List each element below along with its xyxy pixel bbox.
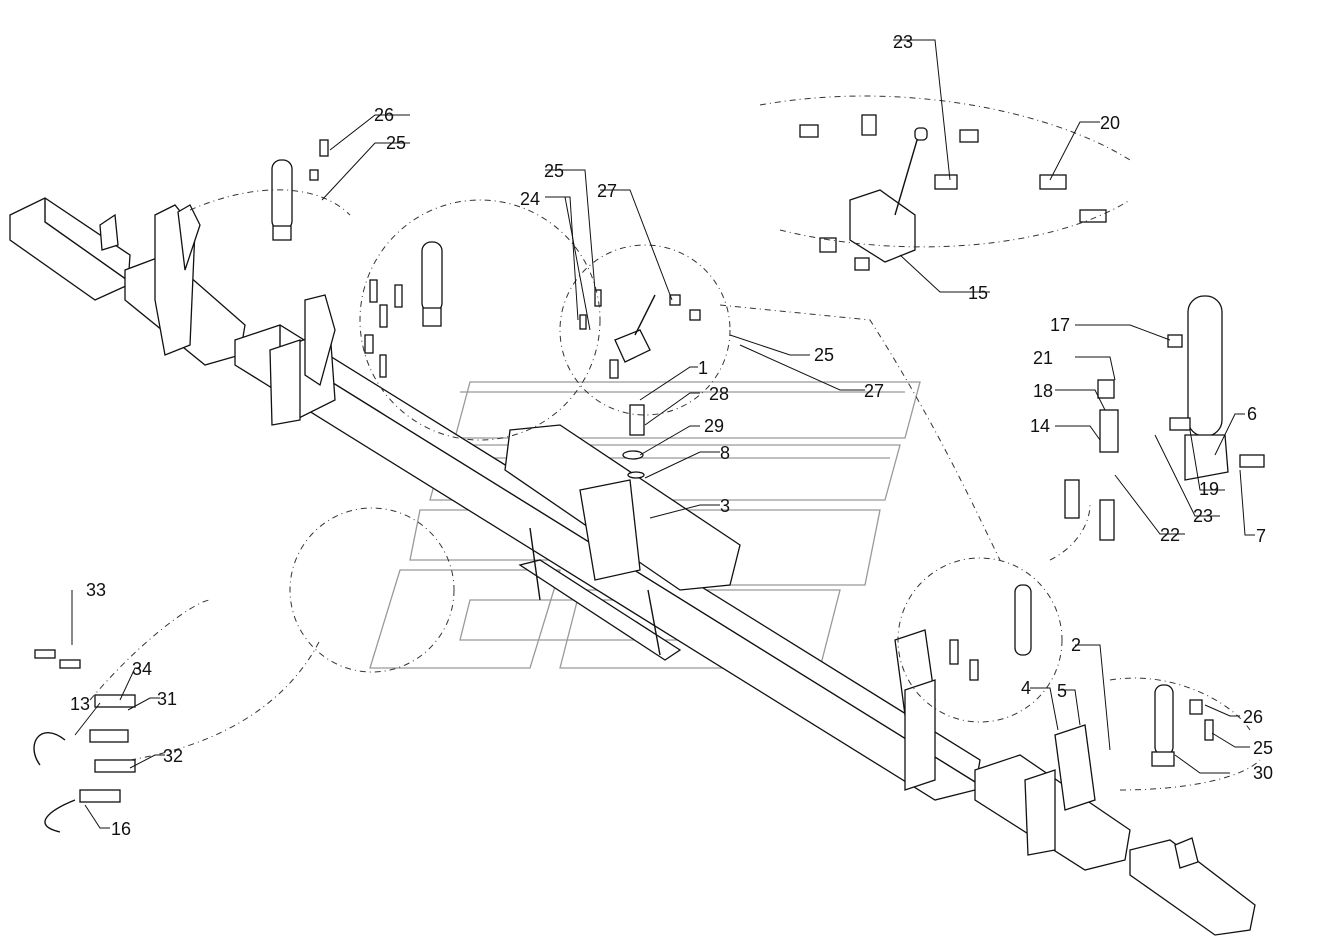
connection-lines [89,95,1261,791]
callout-15: 15 [968,283,988,303]
callout-28: 28 [709,384,729,404]
callout-6: 6 [1247,404,1257,424]
callout-7: 7 [1256,526,1266,546]
callout-21: 21 [1033,348,1053,368]
callout-19: 19 [1199,479,1219,499]
callout-25: 25 [814,345,834,365]
callout-32: 32 [163,746,183,766]
left-cylinder [271,139,443,378]
right-brackets [894,629,1199,869]
callout-25: 25 [386,133,406,153]
callout-23: 23 [1193,506,1213,526]
callout-2: 2 [1071,635,1081,655]
main-frame [9,197,1256,936]
callout-22: 22 [1160,525,1180,545]
callout-33: 33 [86,580,106,600]
control-valve [799,114,1107,271]
callout-14: 14 [1030,416,1050,436]
callout-27: 27 [864,381,884,401]
callout-1: 1 [698,358,708,378]
callout-18: 18 [1033,381,1053,401]
couplers [33,649,136,833]
callout-23: 23 [893,32,913,52]
callout-26: 26 [1243,707,1263,727]
callout-26: 26 [374,105,394,125]
callout-34: 34 [132,659,152,679]
callout-13: 13 [70,694,90,714]
right-cylinder [1064,295,1265,541]
callout-3: 3 [720,496,730,516]
callout-27: 27 [597,181,617,201]
callout-4: 4 [1021,678,1031,698]
callout-24: 24 [520,189,540,209]
callout-5: 5 [1057,681,1067,701]
left-brackets [99,204,336,426]
callout-30: 30 [1253,763,1273,783]
center-valve [579,289,701,479]
callout-29: 29 [704,416,724,436]
callout-25: 25 [544,161,564,181]
callout-20: 20 [1100,113,1120,133]
callout-31: 31 [157,689,177,709]
callout-labels: 26 25 25 24 27 23 20 15 25 27 1 28 29 8 … [70,32,1273,839]
callout-16: 16 [111,819,131,839]
leader-lines [71,39,1255,829]
right-lower-cylinder [949,584,1214,767]
callout-25: 25 [1253,738,1273,758]
callout-8: 8 [720,443,730,463]
callout-17: 17 [1050,315,1070,335]
detail-circles [289,199,1063,723]
